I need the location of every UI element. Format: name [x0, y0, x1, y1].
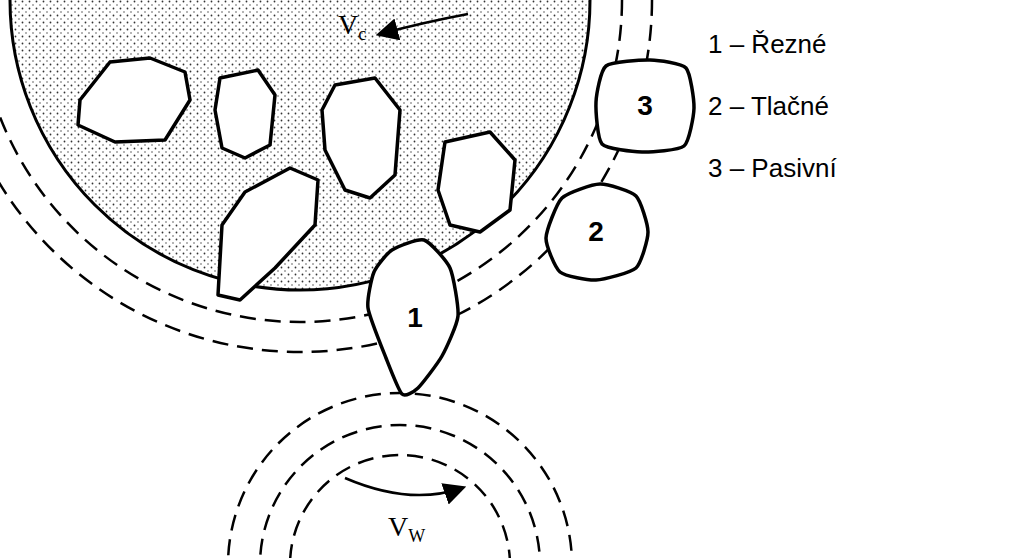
key-line: 3 – Pasivní [708, 154, 837, 183]
grain-shape [368, 240, 458, 395]
wheel-outline [10, 0, 590, 290]
workpiece-arc [290, 455, 510, 558]
wheel-bond [10, 0, 590, 290]
wheel-path-dashed [0, 0, 652, 352]
abrasive-grain [78, 58, 190, 142]
grain-text-holder: 1 [362, 238, 468, 398]
velocity-label: VW [388, 512, 425, 547]
callout-number: 3 [637, 92, 653, 120]
workpiece-arc [228, 393, 572, 558]
abrasive-grain [322, 78, 400, 198]
wheel-path-dashed [0, 0, 622, 322]
callout-number: 1 [407, 304, 423, 332]
abrasive-grain [438, 132, 515, 232]
abrasive-grain [215, 70, 275, 158]
callout-number: 2 [588, 218, 604, 246]
grain-text-holder: 2 [540, 180, 652, 284]
grain-shape [596, 60, 694, 152]
velocity-symbol: V [338, 9, 358, 40]
abrasive-grain: 1 [362, 238, 468, 398]
abrasive-grain: 3 [592, 56, 698, 156]
abrasive-grain: 2 [540, 180, 652, 284]
workpiece-speed-arrow [345, 478, 462, 495]
velocity-subscript: W [408, 526, 425, 546]
grain-shape [546, 184, 648, 280]
workpiece-arc [260, 425, 540, 558]
velocity-label: Vc [338, 10, 366, 45]
key-line: 2 – Tlačné [708, 92, 829, 121]
abrasive-grain [218, 168, 318, 300]
velocity-symbol: V [388, 511, 408, 542]
wheel-speed-arrow [380, 14, 468, 34]
velocity-subscript: c [358, 24, 366, 44]
key-line: 1 – Řezné [708, 30, 827, 59]
grain-text-holder: 3 [592, 56, 698, 156]
